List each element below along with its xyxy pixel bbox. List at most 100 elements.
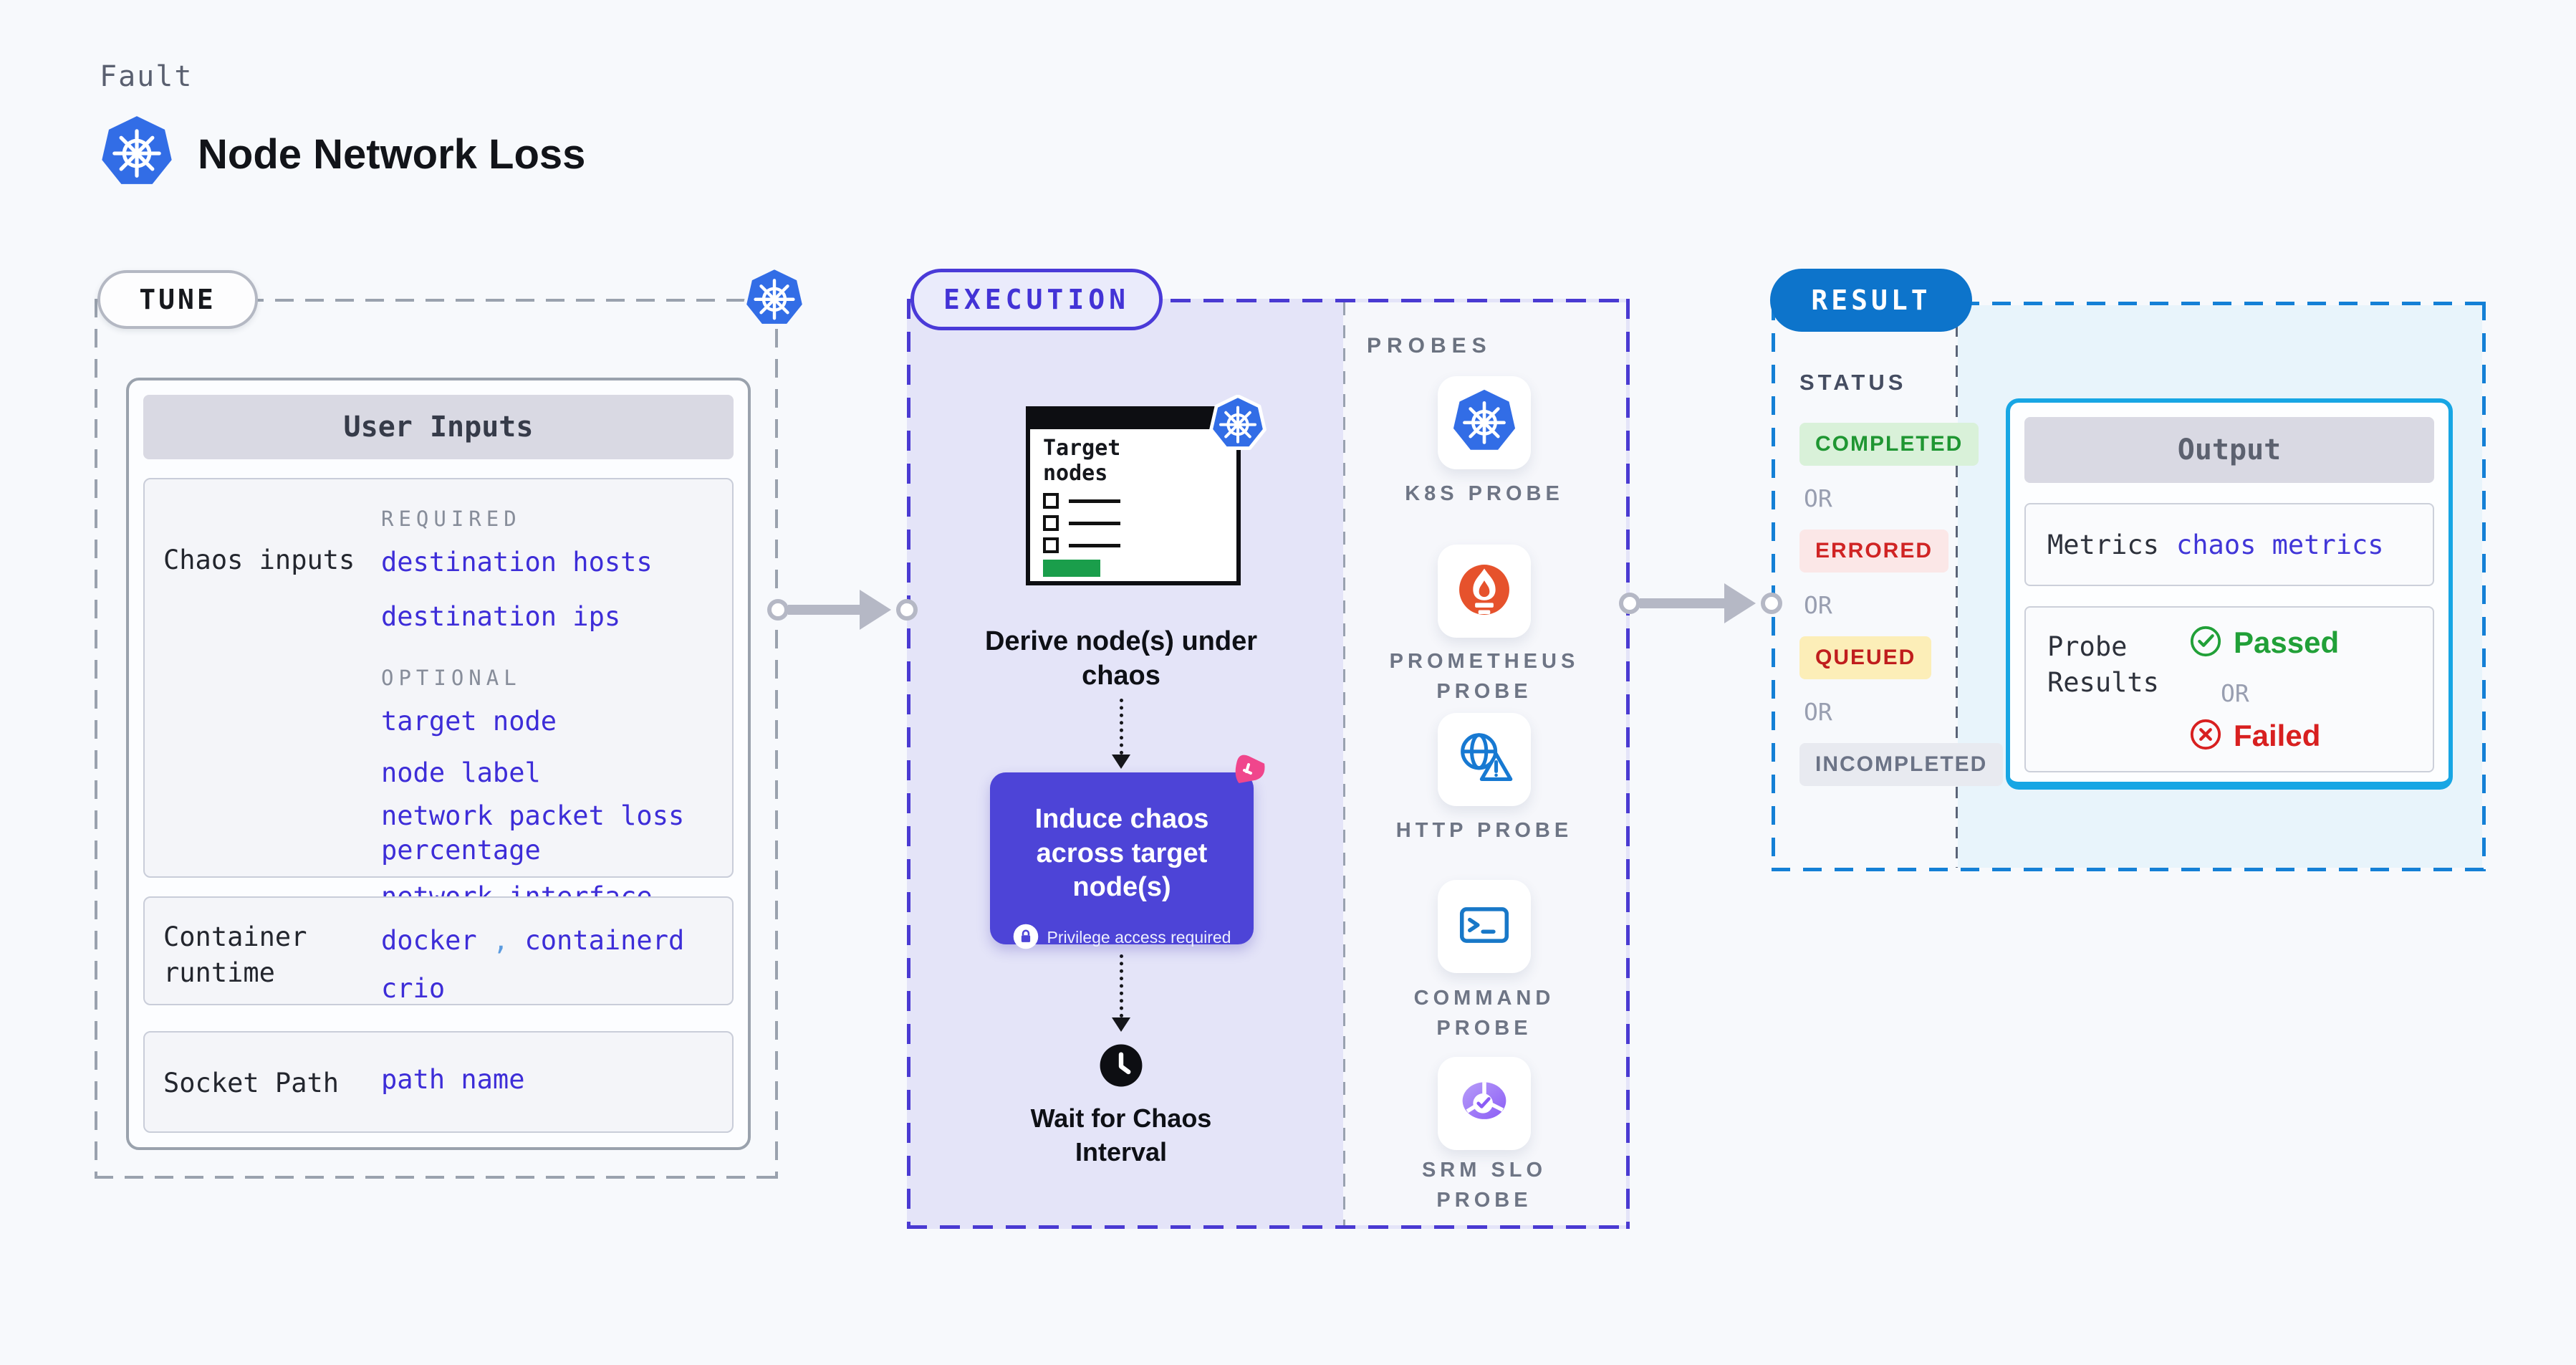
checkbox-icon xyxy=(1043,537,1059,553)
or-label: OR xyxy=(1804,591,1832,619)
flow-arrow-tune-to-execution xyxy=(767,584,918,636)
http-globe-warning-icon xyxy=(1451,725,1517,794)
container-runtime-row: Container runtime docker , containerd cr… xyxy=(143,896,734,1005)
socket-path-label: Socket Path xyxy=(163,1068,340,1098)
induce-chaos-box: Induce chaos across target node(s) Privi… xyxy=(990,772,1254,949)
checkbox-icon xyxy=(1043,515,1059,531)
kubernetes-icon xyxy=(1451,388,1517,457)
page-title: Node Network Loss xyxy=(198,131,586,178)
x-circle-icon xyxy=(2189,718,2222,754)
chaos-inputs-values: REQUIRED destination hosts destination i… xyxy=(381,479,732,912)
status-badge-incompleted: INCOMPLETED xyxy=(1799,743,2004,786)
probe-results-label: Probe Results xyxy=(2047,631,2159,698)
target-nodes-doc: Target nodes xyxy=(1026,406,1241,585)
connector-dot xyxy=(1761,593,1782,614)
doc-titlebar xyxy=(1030,411,1236,429)
or-label: OR xyxy=(2221,679,2249,707)
probes-title: PROBES xyxy=(1367,334,1492,358)
or-label: OR xyxy=(1804,698,1832,726)
kubernetes-icon xyxy=(100,115,174,189)
passed-label: Passed xyxy=(2234,626,2340,659)
probe-label: PROMETHEUS PROBE xyxy=(1389,650,1580,704)
status-badge-errored: ERRORED xyxy=(1799,530,1949,573)
link-docker[interactable]: docker xyxy=(381,925,477,956)
metrics-label: Metrics xyxy=(2047,529,2159,560)
link-crio[interactable]: crio xyxy=(381,973,446,1004)
result-divider xyxy=(1956,305,1958,868)
srm-slo-probe-card xyxy=(1438,1057,1531,1150)
clock-icon xyxy=(1098,1043,1144,1088)
induce-chaos-title: Induce chaos across target node(s) xyxy=(1034,804,1209,902)
status-column: STATUS COMPLETED OR ERRORED OR QUEUED OR… xyxy=(1799,370,2004,805)
dotted-arrow xyxy=(1120,954,1123,1017)
probe-results-row: Probe Results Passed OR Failed xyxy=(2024,606,2434,772)
link-network-packet-loss-percentage[interactable]: network packet loss percentage xyxy=(381,800,685,866)
arrow-head xyxy=(1724,583,1756,623)
required-group-label: REQUIRED xyxy=(381,507,522,531)
prometheus-icon xyxy=(1451,557,1517,626)
arrow-shaft xyxy=(788,605,870,615)
optional-group-label: OPTIONAL xyxy=(381,666,522,691)
connector-dot xyxy=(767,599,789,621)
dotted-arrow xyxy=(1120,699,1123,755)
checkbox-row xyxy=(1043,493,1236,509)
check-circle-icon xyxy=(2189,625,2222,661)
line xyxy=(1069,499,1120,503)
checkbox-row xyxy=(1043,515,1236,531)
user-inputs-title: User Inputs xyxy=(143,395,734,459)
terminal-icon xyxy=(1451,892,1517,961)
step-wait-interval: Wait for Chaos Interval xyxy=(1030,1103,1212,1167)
progress-bar xyxy=(1043,560,1100,577)
link-chaos-metrics[interactable]: chaos metrics xyxy=(2176,529,2384,560)
probe-label: SRM SLO PROBE xyxy=(1421,1159,1547,1212)
chaos-inputs-label: Chaos inputs xyxy=(163,545,355,575)
http-probe-card xyxy=(1438,713,1531,806)
socket-path-row: Socket Path path name xyxy=(143,1031,734,1133)
lock-icon xyxy=(1013,924,1039,952)
arrow-head xyxy=(1112,1017,1130,1032)
chaos-inputs-row: Chaos inputs REQUIRED destination hosts … xyxy=(143,478,734,912)
kubernetes-icon xyxy=(1209,394,1267,452)
tune-pill: TUNE xyxy=(97,270,258,329)
container-runtime-label: Container runtime xyxy=(163,921,307,988)
probe-label: K8S PROBE xyxy=(1405,482,1564,505)
execution-pill: EXECUTION xyxy=(910,269,1163,330)
status-badge-completed: COMPLETED xyxy=(1799,423,1979,466)
command-probe-card xyxy=(1438,880,1531,973)
k8s-probe-card xyxy=(1438,376,1531,469)
prometheus-probe-card xyxy=(1438,545,1531,638)
litmus-chaos-icon xyxy=(1226,748,1272,794)
output-card: Output Metrics chaos metrics Probe Resul… xyxy=(2006,398,2453,790)
link-destination-ips[interactable]: destination ips xyxy=(381,601,621,633)
target-nodes-title: Target nodes xyxy=(1043,436,1121,486)
link-path-name[interactable]: path name xyxy=(381,1064,525,1095)
status-title: STATUS xyxy=(1799,370,1907,395)
link-destination-hosts[interactable]: destination hosts xyxy=(381,547,653,578)
fault-eyebrow: Fault xyxy=(100,60,193,93)
probe-label: HTTP PROBE xyxy=(1395,819,1573,842)
container-runtime-values: docker , containerd crio xyxy=(381,898,732,1004)
step-derive-nodes: Derive node(s) under chaos xyxy=(984,626,1258,691)
flow-arrow-execution-to-result xyxy=(1619,578,1782,629)
runtime-separator: , xyxy=(492,925,509,956)
probe-label: COMMAND PROBE xyxy=(1413,987,1555,1040)
link-node-label[interactable]: node label xyxy=(381,757,541,789)
line xyxy=(1069,521,1120,525)
link-target-node[interactable]: target node xyxy=(381,706,557,737)
privilege-note: Privilege access required xyxy=(1047,928,1231,947)
status-badge-queued: QUEUED xyxy=(1799,636,1932,679)
link-containerd[interactable]: containerd xyxy=(524,925,685,956)
checkbox-icon xyxy=(1043,493,1059,509)
connector-dot xyxy=(896,599,918,621)
or-label: OR xyxy=(1804,484,1832,512)
arrow-head xyxy=(860,590,891,630)
line xyxy=(1069,543,1120,547)
result-pill: RESULT xyxy=(1770,269,1972,332)
arrow-shaft xyxy=(1640,598,1734,608)
arrow-head xyxy=(1112,755,1130,769)
metrics-row: Metrics chaos metrics xyxy=(2024,503,2434,586)
kubernetes-icon xyxy=(743,266,806,330)
failed-label: Failed xyxy=(2234,719,2321,752)
connector-dot xyxy=(1619,593,1640,614)
srm-slo-gauge-icon xyxy=(1451,1069,1517,1138)
